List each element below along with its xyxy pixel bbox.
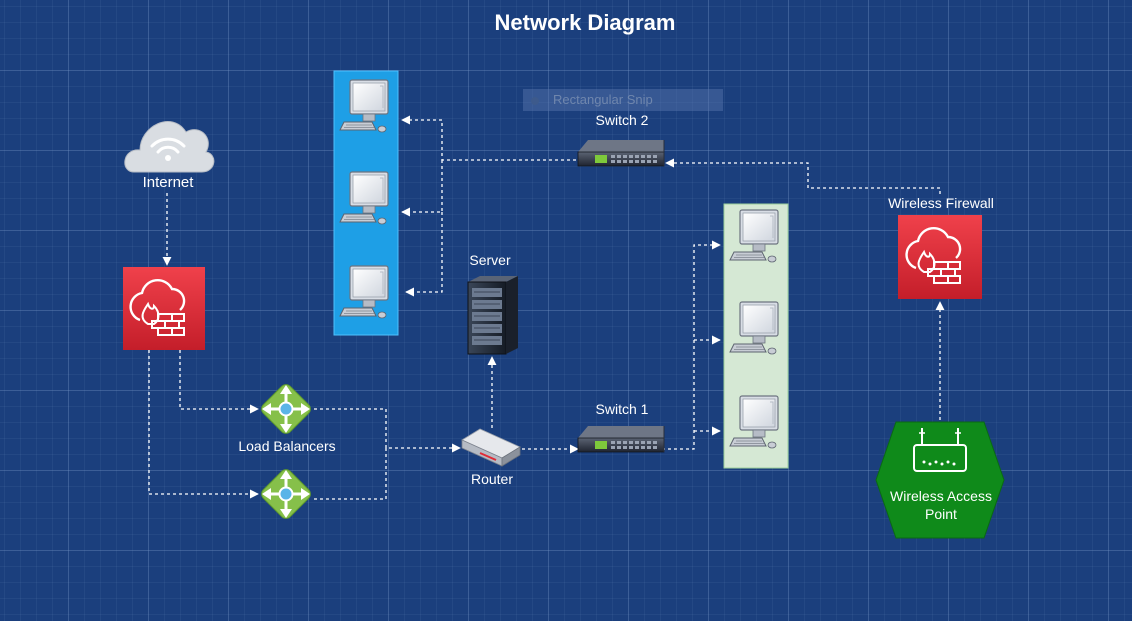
connector-switch2-pc2[interactable] [401,160,443,217]
firewall-icon[interactable] [123,267,205,350]
label-wap-line2: Point [925,506,957,522]
label-wap-line1: Wireless Access [890,488,992,504]
label-internet: Internet [142,174,194,191]
load-balancer-icon[interactable] [258,466,314,522]
wireless-firewall-icon[interactable] [898,215,982,299]
snip-dot-icon [531,96,539,105]
label-load-balancers: Load Balancers [238,438,336,454]
connector-lb2-router[interactable] [314,448,387,500]
connector-wfirewall-switch2[interactable] [665,158,941,194]
cloud-icon[interactable] [124,121,215,173]
snip-label: Rectangular Snip [553,92,653,107]
server-rack-icon[interactable] [467,276,518,355]
label-server: Server [469,252,511,268]
connector-switch2-pc1[interactable] [401,115,582,161]
connector-firewall-lb2[interactable] [148,350,259,499]
network-switch-icon[interactable] [577,425,665,453]
connector-switch1-pc1[interactable] [662,240,721,450]
load-balancer-icon[interactable] [258,381,314,437]
connector-firewall-lb1[interactable] [179,350,259,414]
network-switch-icon[interactable] [577,139,665,167]
connector-lb1-router[interactable] [314,408,461,453]
label-wireless-firewall: Wireless Firewall [888,195,994,211]
label-switch1: Switch 1 [595,401,649,417]
connectors [148,115,945,500]
rectangular-snip-overlay: Rectangular Snip [523,89,723,111]
page-title: Network Diagram [494,10,676,35]
wireless-access-point-icon[interactable] [875,421,1005,539]
router-icon[interactable] [461,428,521,467]
label-router: Router [470,471,514,487]
label-switch2: Switch 2 [595,112,649,128]
connector-switch2-pc3[interactable] [405,212,443,297]
